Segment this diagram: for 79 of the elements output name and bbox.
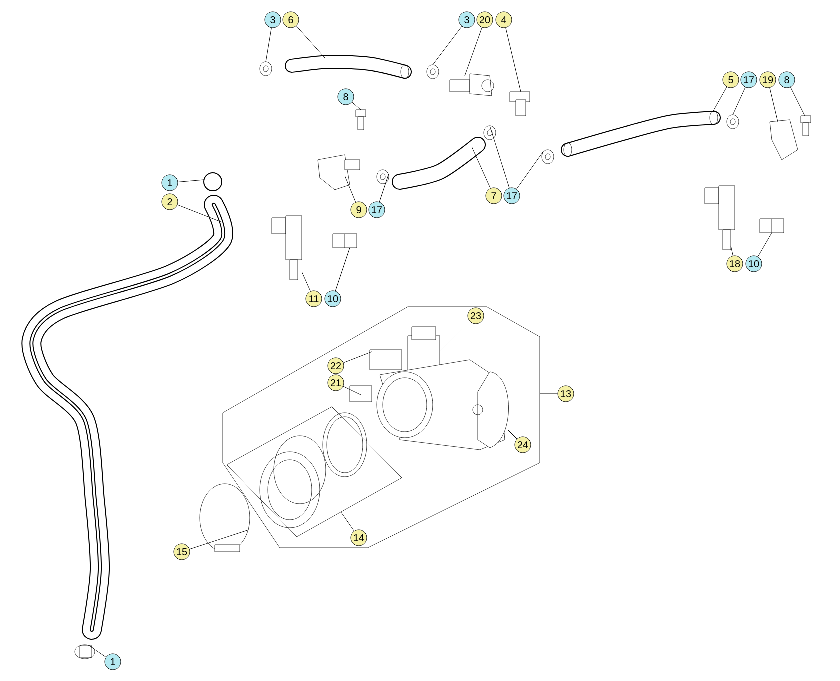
leader-line — [730, 246, 734, 256]
callout-number: 21 — [328, 374, 344, 392]
callout-number: 9 — [350, 202, 368, 218]
connector — [760, 218, 784, 234]
callout-number: 19 — [760, 72, 776, 88]
hose-clamp — [484, 126, 496, 140]
leader-line — [88, 644, 106, 658]
leader-line — [379, 174, 390, 202]
injector — [272, 216, 302, 280]
leader-line — [178, 180, 204, 183]
leader-line — [712, 86, 728, 112]
callout-number: 8 — [778, 72, 796, 88]
leader-line — [343, 386, 362, 396]
callout-number: 3 — [264, 12, 282, 28]
callout-number: 10 — [324, 290, 342, 308]
leader-line — [343, 352, 372, 364]
callout-number: 22 — [328, 358, 344, 374]
leader-line — [758, 232, 772, 258]
bolt — [800, 116, 812, 136]
nut — [726, 114, 740, 130]
hose — [561, 110, 721, 158]
callout-number: 7 — [486, 188, 502, 204]
leader-line — [464, 28, 482, 76]
callout-number: 20 — [476, 12, 494, 28]
kit-outline — [222, 306, 540, 548]
callout-number: 8 — [338, 88, 354, 106]
leader-line — [732, 87, 746, 116]
callout-number: 1 — [162, 174, 178, 192]
hose-clamp — [74, 644, 96, 660]
callout-number: 1 — [104, 654, 122, 670]
callout-number: 3 — [458, 12, 476, 28]
callout-number: 11 — [306, 290, 322, 308]
callout-number: 5 — [722, 72, 740, 88]
leader-line — [790, 87, 806, 116]
fuel-rail — [318, 154, 360, 190]
hose — [22, 195, 234, 640]
leader-line — [490, 126, 510, 188]
hose-clamp — [542, 150, 554, 164]
fuel-rail — [770, 120, 798, 160]
callout-number: 17 — [740, 72, 758, 88]
callout-number: 23 — [468, 308, 484, 324]
callout-number: 13 — [558, 386, 574, 402]
injector — [704, 186, 736, 250]
leader-line — [190, 530, 250, 550]
leader-line — [340, 512, 355, 532]
callout-number: 4 — [496, 12, 512, 28]
hose-clamp — [426, 64, 440, 80]
hose — [392, 137, 486, 190]
leader-line — [508, 430, 518, 440]
hose — [285, 54, 412, 80]
leader-line — [302, 272, 311, 292]
hose-clamp — [204, 172, 222, 192]
leader-line — [344, 176, 356, 203]
callout-number: 6 — [282, 12, 300, 28]
leader-line — [335, 248, 350, 292]
leader-line — [516, 150, 544, 190]
leader-line — [506, 28, 522, 92]
leader-line — [352, 102, 362, 110]
leader-line — [266, 28, 272, 62]
nut — [260, 62, 272, 76]
leader-line — [440, 322, 470, 352]
leader-line — [770, 88, 778, 122]
callout-number: 17 — [504, 188, 520, 204]
throttle-body-drawing — [350, 326, 509, 450]
leader-line — [296, 26, 326, 58]
band-clamp — [200, 484, 250, 552]
callout-number: 18 — [726, 256, 744, 272]
leader-line — [432, 26, 462, 66]
elbow-fitting — [510, 92, 530, 116]
hose-clamp — [376, 170, 390, 184]
connector — [332, 234, 358, 248]
callout-number: 17 — [368, 202, 386, 218]
fuel-fitting — [450, 74, 494, 96]
bolt — [356, 110, 366, 130]
callout-number: 24 — [514, 436, 532, 454]
leader-line — [177, 204, 222, 222]
leader-line — [472, 146, 491, 189]
callout-number: 14 — [350, 530, 368, 546]
callout-number: 10 — [746, 256, 762, 272]
